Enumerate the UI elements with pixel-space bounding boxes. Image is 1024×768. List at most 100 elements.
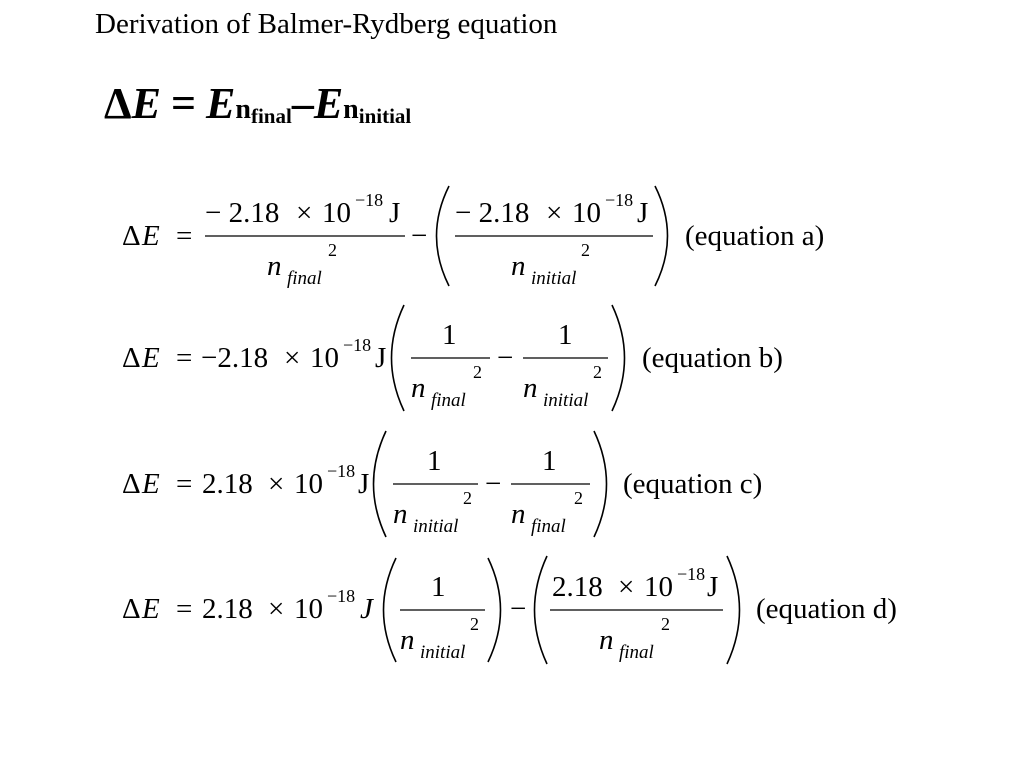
eqd-right-paren-2 — [726, 555, 741, 665]
headline-e-final: E — [206, 79, 236, 128]
eqa-square-2: 2 — [581, 240, 590, 260]
eqc-square-2: 2 — [574, 488, 583, 508]
headline-e-initial: E — [313, 79, 344, 128]
eqa-final-subscript: final — [287, 268, 322, 289]
eqa-initial-subscript: initial — [531, 268, 576, 289]
eqb-square-2: 2 — [593, 362, 602, 382]
eqc-times: × — [268, 468, 284, 500]
eqb-one-2: 1 — [558, 319, 573, 351]
eqa-label: (equation a) — [685, 220, 824, 252]
eqd-exponent: −18 — [327, 586, 355, 606]
headline-n-final: n — [235, 94, 251, 125]
eqa-numerator-coef: − 2.18 — [205, 197, 279, 229]
eqd-times: × — [268, 593, 284, 625]
eqa-exponent: −18 — [355, 190, 383, 210]
eqd-n-2: n — [599, 624, 614, 656]
eqa-ten-2: 10 — [572, 197, 601, 229]
eqd-label: (equation d) — [756, 593, 897, 625]
eqb-delta: Δ — [122, 342, 141, 374]
eqc-n-2: n — [511, 498, 526, 530]
eqa-square: 2 — [328, 240, 337, 260]
eqc-exponent: −18 — [327, 461, 355, 481]
eqb-joule: J — [375, 342, 386, 374]
eqd-exponent-2: −18 — [677, 564, 705, 584]
eqd-numerator-coef: 2.18 — [552, 571, 603, 603]
eqa-ten: 10 — [322, 197, 351, 229]
eqb-initial-subscript: initial — [543, 390, 588, 411]
eqc-label: (equation c) — [623, 468, 762, 500]
eqc-e: E — [141, 468, 160, 500]
eqb-label: (equation b) — [642, 342, 783, 374]
eqa-joule-2: J — [637, 197, 648, 229]
headline-equals: = — [170, 79, 197, 128]
eqa-times-2: × — [546, 197, 562, 229]
eqb-n: n — [411, 372, 426, 404]
eqd-square: 2 — [470, 614, 479, 634]
eqd-right-paren — [487, 557, 502, 663]
eqb-e: E — [141, 342, 160, 374]
eqd-equals: = — [176, 593, 192, 625]
eqc-n: n — [393, 498, 408, 530]
eqb-minus: − — [497, 342, 513, 374]
eqa-joule: J — [389, 197, 400, 229]
eqd-times-2: × — [618, 571, 634, 603]
eqa-times: × — [296, 197, 312, 229]
eqd-minus: − — [510, 593, 526, 625]
eqb-left-paren — [390, 304, 405, 412]
headline-final-subscript: final — [250, 104, 292, 128]
eqa-n: n — [267, 250, 282, 282]
eqa-equals: = — [176, 220, 192, 252]
equation-c: Δ E = 2.18 × 10 −18 J 1 n initial 2 − 1 … — [122, 430, 762, 538]
eqb-exponent: −18 — [343, 335, 371, 355]
eqd-joule-2: J — [707, 571, 718, 603]
eqb-n-2: n — [523, 372, 538, 404]
page-title: Derivation of Balmer-Rydberg equation — [95, 8, 558, 40]
eqc-joule: J — [358, 468, 369, 500]
eqc-final-subscript: final — [531, 516, 566, 537]
eqa-delta: Δ — [122, 220, 141, 252]
eqd-ten: 10 — [294, 593, 323, 625]
eqd-one: 1 — [431, 571, 446, 603]
eqd-left-paren — [382, 557, 397, 663]
energy-difference-headline: ΔE=Enfinal–Eninitial — [104, 78, 411, 129]
eqd-joule: J — [360, 593, 374, 625]
equation-b: Δ E = −2.18 × 10 −18 J 1 n final 2 − 1 n… — [122, 304, 783, 412]
eqc-one: 1 — [427, 445, 442, 477]
eqc-one-2: 1 — [542, 445, 557, 477]
eqa-numerator-coef-2: − 2.18 — [455, 197, 529, 229]
eqc-initial-subscript: initial — [413, 516, 458, 537]
eqd-left-paren-2 — [533, 555, 548, 665]
eqc-delta: Δ — [122, 468, 141, 500]
eqc-coef: 2.18 — [202, 468, 253, 500]
eqc-left-paren — [372, 430, 387, 538]
headline-minus: – — [291, 79, 314, 128]
eqd-initial-subscript: initial — [420, 642, 465, 663]
headline-initial-subscript: initial — [358, 104, 412, 128]
eqb-times: × — [284, 342, 300, 374]
eqb-right-paren — [611, 304, 626, 412]
eqa-exponent-2: −18 — [605, 190, 633, 210]
eqd-coef: 2.18 — [202, 593, 253, 625]
eqc-minus: − — [485, 468, 501, 500]
eqc-equals: = — [176, 468, 192, 500]
eqd-n: n — [400, 624, 415, 656]
eqb-one: 1 — [442, 319, 457, 351]
eqa-left-paren — [435, 185, 450, 287]
eqb-coef: −2.18 — [201, 342, 268, 374]
eqb-square: 2 — [473, 362, 482, 382]
eqd-square-2: 2 — [661, 614, 670, 634]
eqa-minus: − — [411, 220, 427, 252]
eqb-ten: 10 — [310, 342, 339, 374]
eqb-final-subscript: final — [431, 390, 466, 411]
headline-e: E — [131, 79, 161, 128]
eqa-e: E — [141, 220, 160, 252]
eqd-ten-2: 10 — [644, 571, 673, 603]
eqc-ten: 10 — [294, 468, 323, 500]
eqc-right-paren — [593, 430, 608, 538]
headline-delta: Δ — [104, 79, 132, 128]
eqa-n-2: n — [511, 250, 526, 282]
headline-n-initial: n — [343, 94, 359, 125]
eqa-right-paren — [654, 185, 669, 287]
eqd-delta: Δ — [122, 593, 141, 625]
